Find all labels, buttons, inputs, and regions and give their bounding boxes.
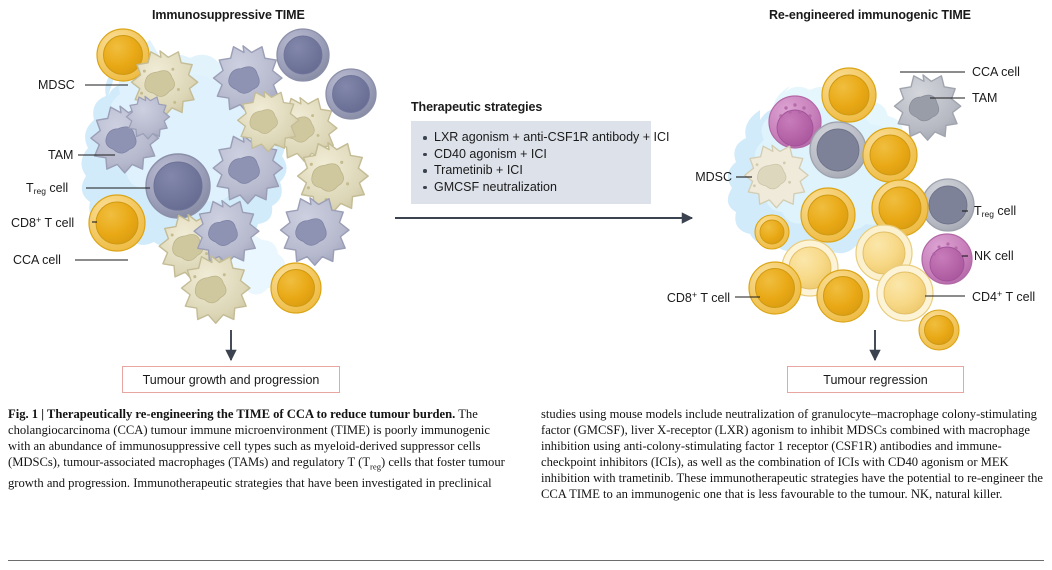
treg-cell-left-2 <box>325 68 377 120</box>
cd8-t-cell-right-4 <box>800 187 856 243</box>
leader-lines-left <box>75 84 150 261</box>
cd8-t-cell-left-3 <box>270 262 322 314</box>
nk-cell-right-2 <box>921 233 973 285</box>
caption-col2: of granulocyte–macrophage colony-stimula… <box>541 407 1043 502</box>
label-cca-right: CCA cell <box>972 65 1020 79</box>
label-tam-right: TAM <box>972 91 998 105</box>
label-cd4-right: CD4+ T cell <box>972 290 1035 304</box>
label-cd8-right-main: CD8 <box>666 291 692 305</box>
cd4-t-cell-right-3 <box>876 264 934 322</box>
flow-arrows <box>225 212 881 362</box>
label-cd4-right-sup: + <box>997 289 1003 299</box>
label-cca-left: CCA cell <box>13 253 61 267</box>
label-cd8-left: CD8+ T cell <box>11 216 74 230</box>
label-tam-left-text: TAM <box>48 148 74 162</box>
label-cd8-left-sup: + <box>36 215 42 225</box>
footer-divider <box>8 560 1044 561</box>
figure-illustration-area: Immunosuppressive TIME Re-engineered imm… <box>11 8 1035 393</box>
treg-cell-left-1 <box>276 28 330 82</box>
strategy-item-3: Trametinib + ICI <box>421 162 641 179</box>
tam-cell-left-5 <box>279 197 350 266</box>
tam-cell-right-1 <box>893 74 962 141</box>
panel-title-left: Immunosuppressive TIME <box>152 8 305 22</box>
left-tumour-cluster-illustration <box>75 28 377 324</box>
outcome-box-tumour-growth: Tumour growth and progression <box>122 366 340 393</box>
cd8-t-cell-right-5 <box>748 261 802 315</box>
strategy-item-2: CD40 agonism + ICI <box>421 146 641 163</box>
mdsc-cell-right-1 <box>744 144 809 209</box>
mdsc-cell-left-6 <box>180 255 251 324</box>
label-treg-right-suffix: cell <box>993 204 1017 218</box>
leader-lines-right <box>735 71 968 298</box>
label-mdsc-left: MDSC <box>38 78 75 92</box>
outcome-box-tumour-regression: Tumour regression <box>787 366 964 393</box>
cd8-t-cell-right-1 <box>821 67 877 123</box>
caption-col1-sub: reg <box>370 461 381 472</box>
tam-cell-left-3 <box>212 134 284 205</box>
treg-cell-left-3 <box>145 153 211 219</box>
label-cd8-left-suffix: T cell <box>41 216 75 230</box>
cd8-t-cell-right-3 <box>871 179 929 237</box>
label-treg-left-sub: reg <box>33 186 46 196</box>
figure-caption: Fig. 1 | Therapeutically re-engineering … <box>8 406 1048 503</box>
caption-col1-tail: ) cells that foster tumour growth and pr… <box>8 407 795 490</box>
label-cd8-right: CD8+ T cell <box>650 291 730 305</box>
therapeutic-strategies-box: LXR agonism + anti-CSF1R antibody + ICI … <box>411 121 670 204</box>
label-cd8-right-sup: + <box>691 290 698 300</box>
label-cd8-right-suffix: T cell <box>697 291 730 305</box>
label-treg-right-sub: reg <box>981 209 994 219</box>
treg-cell-right-1 <box>809 121 867 179</box>
label-treg-left-main: T <box>26 181 34 195</box>
label-cd4-right-main: CD4 <box>972 290 998 304</box>
tam-cell-left-6 <box>125 95 171 140</box>
caption-col1-rest: The cholangiocarcinoma (CCA) tumour immu… <box>8 407 490 470</box>
label-cd4-right-suffix: T cell <box>1002 290 1036 304</box>
therapeutic-strategies-title: Therapeutic strategies <box>411 100 543 114</box>
cd8-t-cell-left-top <box>96 28 150 82</box>
cd8-t-cell-right-2 <box>862 127 918 183</box>
mdsc-cell-left-3 <box>237 90 300 153</box>
cd8-t-cell-left-2 <box>88 194 146 252</box>
cd8-t-cell-right-6 <box>816 269 870 323</box>
label-tam-left: TAM <box>48 149 73 162</box>
strategy-item-1: LXR agonism + anti-CSF1R antibody + ICI <box>421 129 670 146</box>
tam-cell-left-4 <box>193 199 260 266</box>
label-nk-right: NK cell <box>974 249 1014 263</box>
label-cd8-left-main: CD8 <box>11 216 37 230</box>
therapeutic-strategies-list: LXR agonism + anti-CSF1R antibody + ICI … <box>421 129 670 196</box>
label-treg-left-suffix: cell <box>45 181 69 195</box>
cd8-t-cell-right-8 <box>754 214 790 250</box>
therapeutic-strategies-block: Therapeutic strategies LXR agonism + ant… <box>411 100 670 204</box>
caption-bold-lead: Fig. 1 | Therapeutically re-engineering … <box>8 407 456 421</box>
strategy-item-4: GMCSF neutralization <box>421 179 641 196</box>
label-treg-right: Treg cell <box>974 205 1016 219</box>
cd8-t-cell-right-7 <box>918 309 960 351</box>
panel-title-right: Re-engineered immunogenic TIME <box>769 8 971 22</box>
mdsc-cell-left-4 <box>296 141 369 214</box>
label-mdsc-right: MDSC <box>695 170 732 184</box>
right-tumour-cluster-illustration <box>727 67 975 351</box>
nk-cell-right-1 <box>768 95 822 149</box>
label-treg-left: Treg cell <box>26 182 68 196</box>
label-treg-right-main: T <box>974 204 982 218</box>
